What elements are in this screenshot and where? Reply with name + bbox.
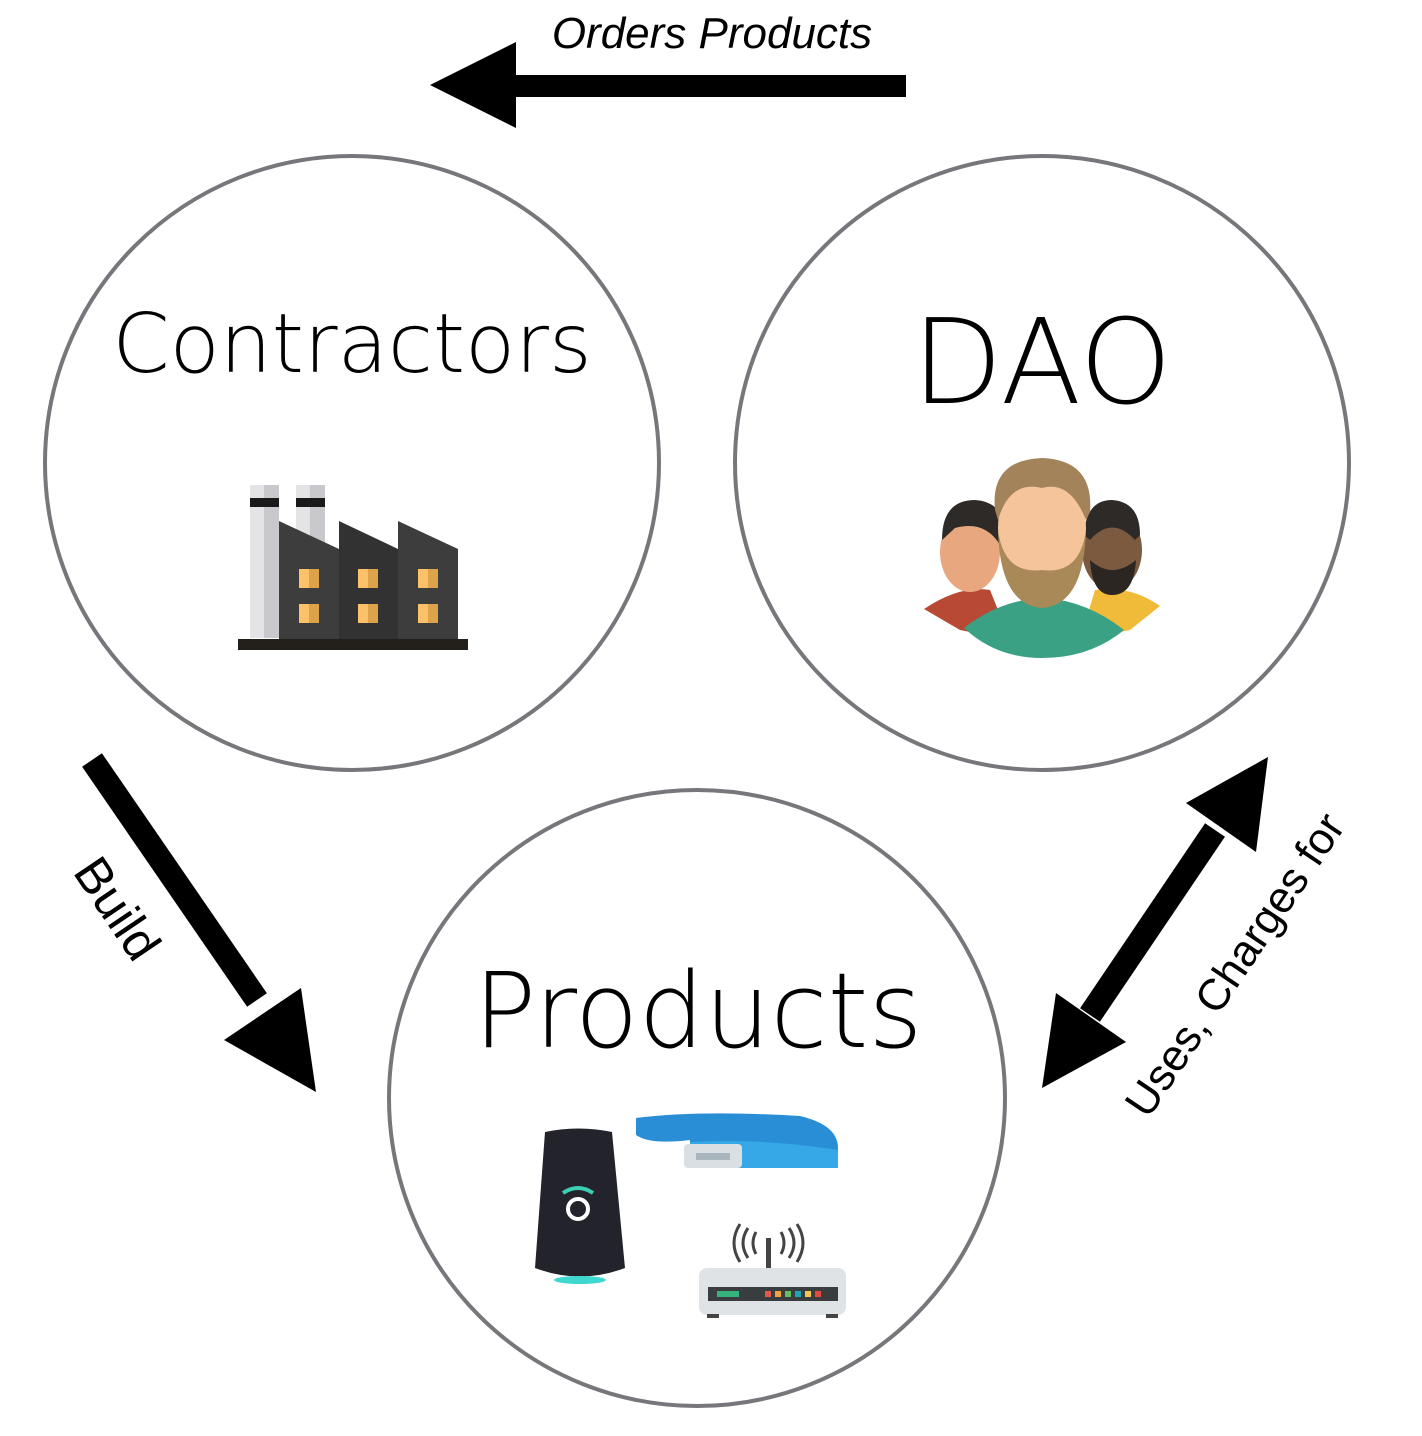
uses-charges-label: Uses, Charges for (1116, 804, 1355, 1125)
dao-title: DAO (912, 293, 1172, 431)
build-arrow (82, 753, 316, 1092)
smart-speaker-icon (535, 1128, 625, 1284)
products-title: Products (473, 950, 922, 1072)
orders-products-label: Orders Products (552, 9, 872, 58)
contractors-title: Contractors (112, 297, 591, 392)
people-group-icon (924, 458, 1160, 658)
orders-products-arrow (430, 42, 906, 128)
products-node-circle (387, 788, 1007, 1408)
wifi-router-icon (699, 1223, 846, 1318)
factory-icon (238, 485, 468, 650)
contractors-node-circle (43, 154, 661, 772)
uses-charges-arrow (1042, 757, 1268, 1088)
dao-node-circle (733, 154, 1351, 772)
fitness-band-icon (636, 1113, 838, 1168)
